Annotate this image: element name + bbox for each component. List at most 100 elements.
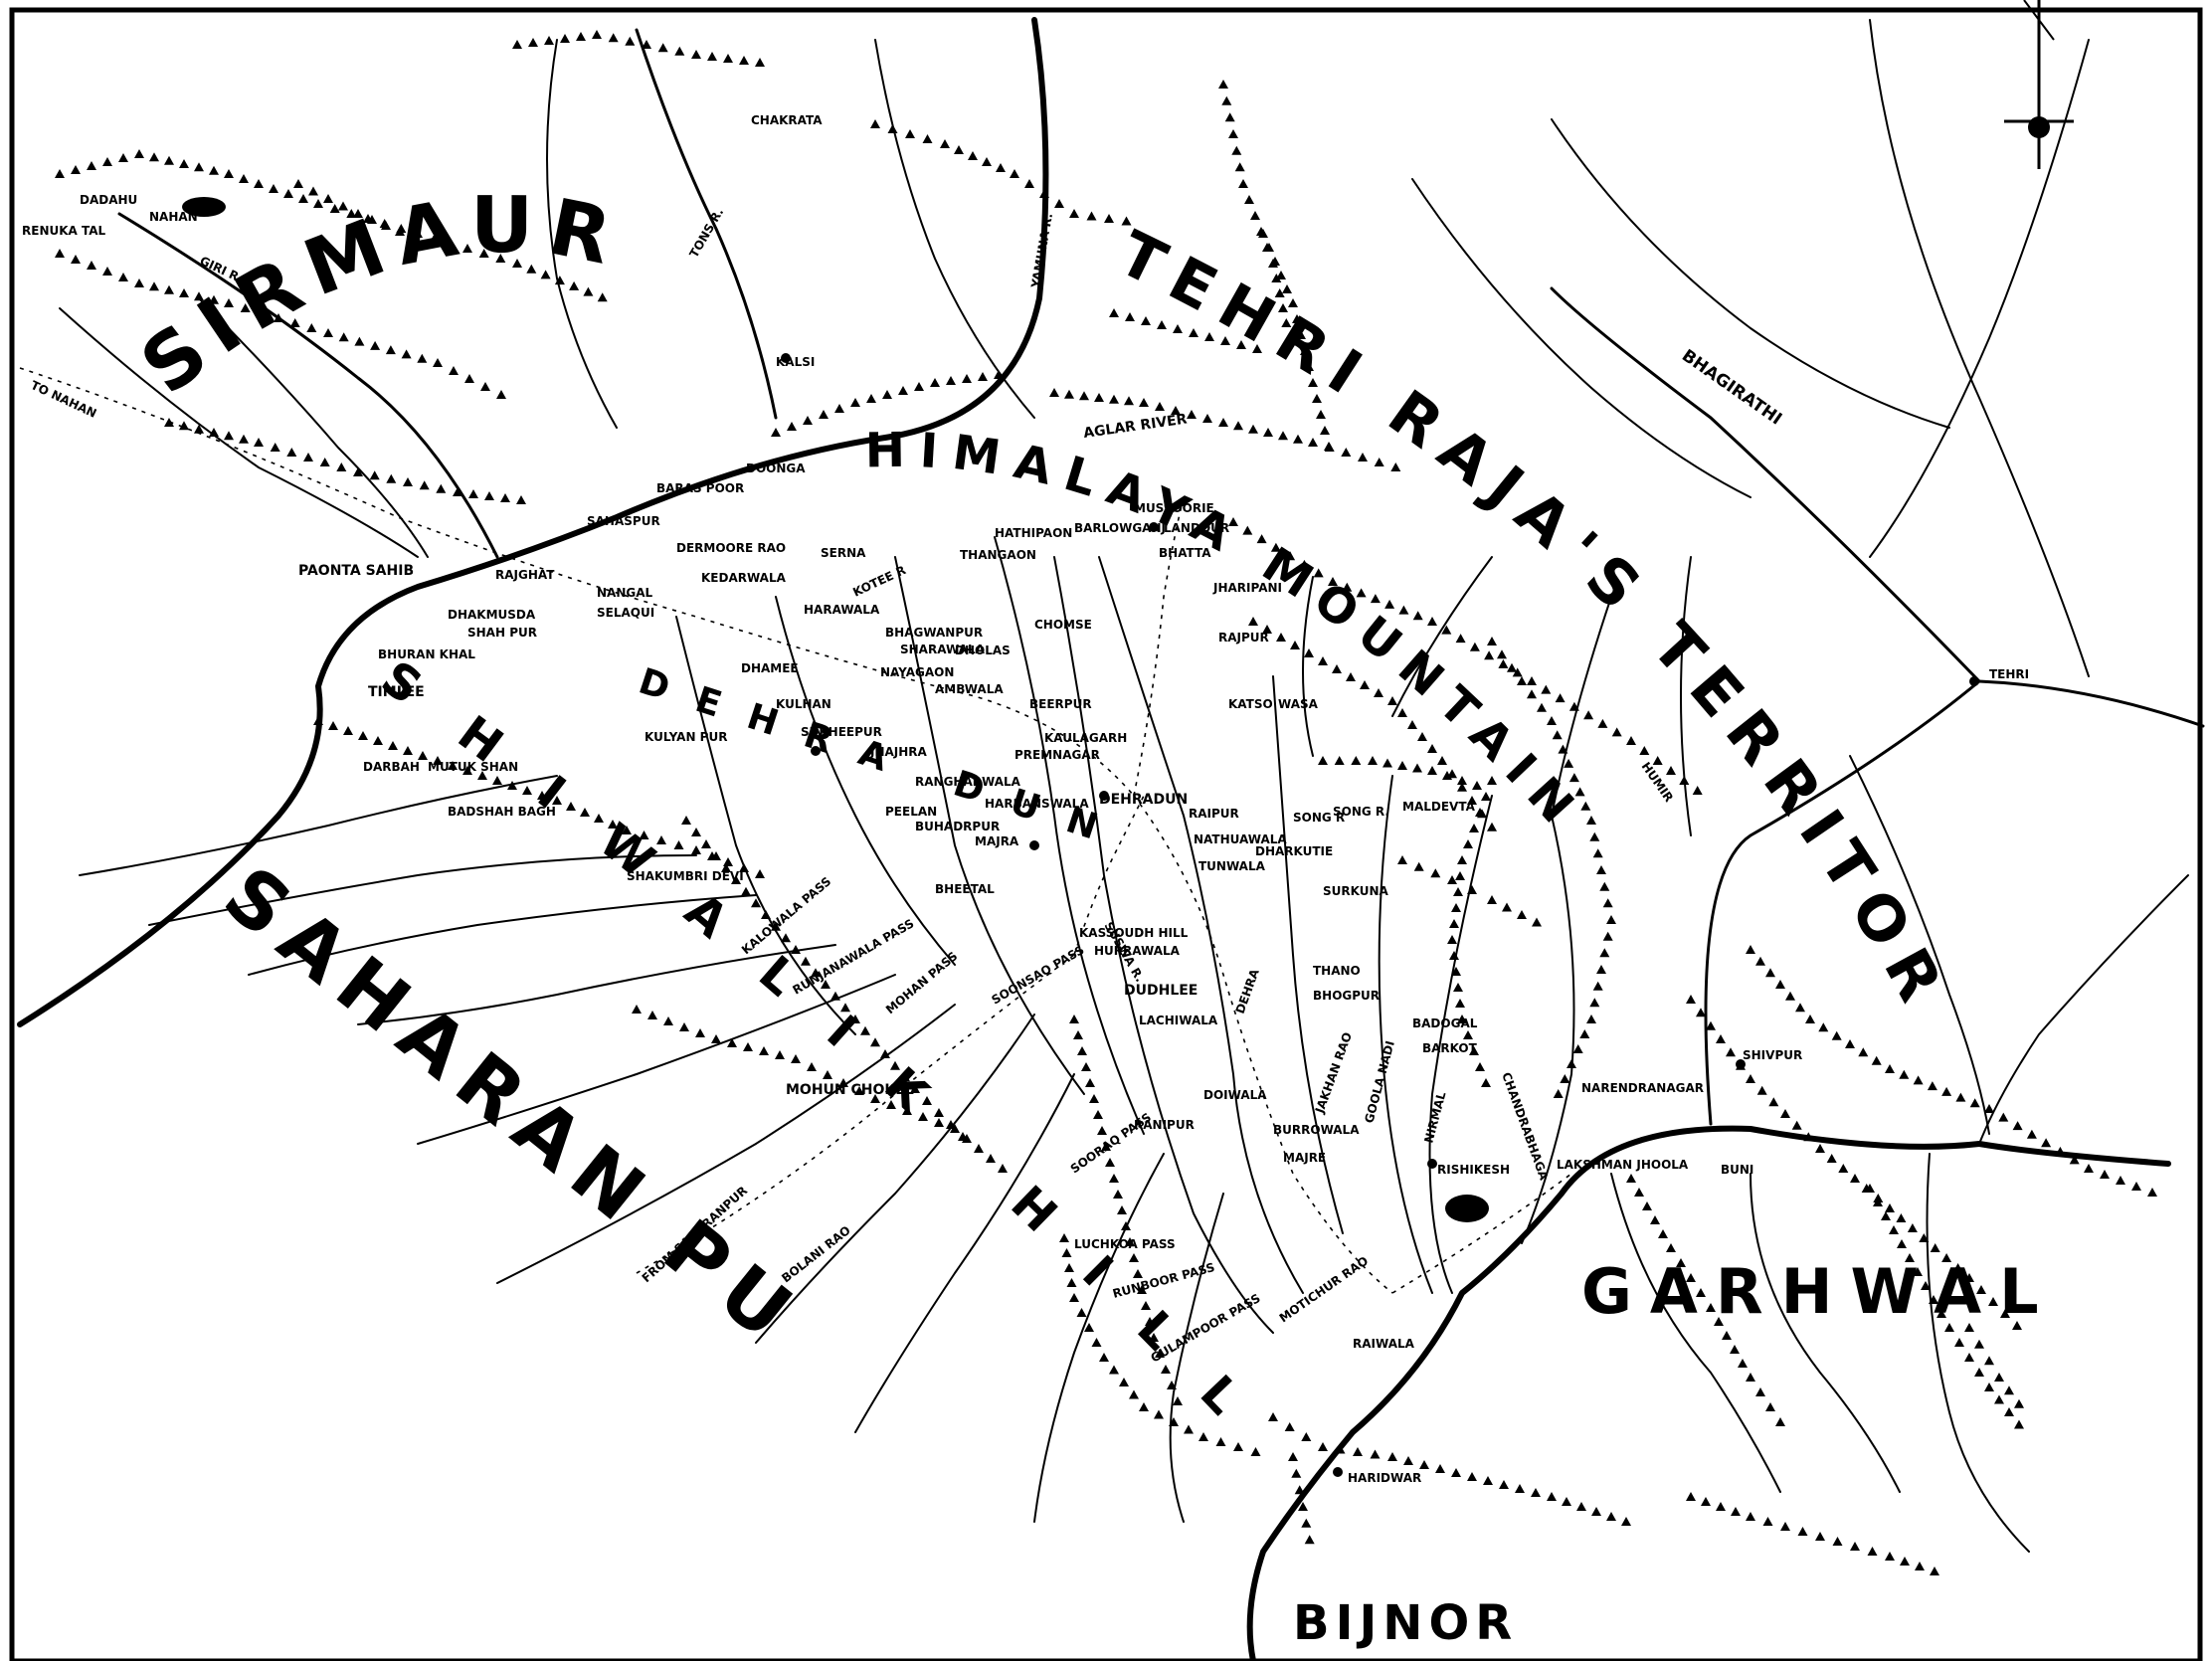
mountain-icon [2014, 1398, 2024, 1408]
place-kulhan: KULHAN [776, 697, 831, 711]
mountain-icon [1263, 428, 1273, 437]
mountain-icon [1954, 1338, 1964, 1347]
mountain-icon [1455, 999, 1465, 1008]
mountain-icon [512, 40, 522, 49]
mountain-icon [2131, 1182, 2141, 1191]
place-thano: THANO [1313, 964, 1361, 978]
mountain-icon [691, 845, 701, 854]
mountain-icon [1606, 1512, 1616, 1521]
mountain-icon [1785, 991, 1795, 1001]
mountain-icon [1532, 917, 1542, 927]
mountain-icon [1818, 1022, 1829, 1032]
place-kulyan-pur: KULYAN PUR [645, 730, 727, 744]
place-humir: HUMIR [1639, 760, 1677, 805]
mountain-icon [1562, 1497, 1571, 1506]
mountain-icon [1173, 1396, 1183, 1405]
mountain-icon [1368, 756, 1378, 765]
mountain-icon [2116, 1176, 2125, 1185]
mountain-icon [1826, 1154, 1837, 1163]
place-lachiwala: LACHIWALA [1139, 1014, 1218, 1027]
mountain-icon [179, 159, 189, 168]
mountain-icon [1351, 756, 1362, 765]
mountain-icon [930, 378, 940, 387]
mountain-icon [968, 151, 978, 160]
mountain-icon [1076, 1308, 1087, 1317]
mountain-icon [419, 480, 430, 490]
mountain-icon [516, 495, 526, 504]
mountain-icon [1451, 1468, 1461, 1477]
mountain-icon [1187, 410, 1197, 419]
mountain-icon [1435, 1464, 1445, 1473]
place-mussoorie: MUSSOORIE [1134, 501, 1214, 515]
north-arrow-icon [2004, 0, 2074, 169]
mountain-icon [293, 179, 303, 188]
mountain-icon [1081, 1062, 1091, 1071]
mountain-icon [1626, 736, 1636, 745]
mountain-icon [1602, 898, 1613, 908]
mountain-icon [1885, 1203, 1895, 1212]
mountain-icon [1498, 658, 1509, 668]
mountain-icon [1964, 1353, 1974, 1362]
place-hurrawala: HURRAWALA [1094, 944, 1181, 958]
mountain-icon [303, 453, 313, 461]
mountain-icon [358, 731, 368, 740]
mountain-icon [1974, 1368, 1984, 1377]
mountain-icon [608, 33, 619, 43]
mountain-icon [954, 145, 964, 154]
mountain-icon [1453, 983, 1463, 992]
mountain-icon [1094, 393, 1104, 402]
mountain-icon [1398, 605, 1409, 615]
place-chakrata: CHAKRATA [751, 113, 823, 127]
mountain-icon [1069, 1015, 1079, 1023]
mountain-icon [1897, 1239, 1907, 1248]
mountain-icon [403, 477, 413, 486]
place-dermoore-rao: DERMOORE RAO [676, 541, 786, 555]
mountain-icon [354, 336, 365, 346]
mountain-icon [1775, 1417, 1785, 1426]
mountain-icon [1621, 1517, 1631, 1526]
place-landour: LANDOUR [1164, 521, 1229, 535]
place-shivpur: SHIVPUR [1743, 1048, 1802, 1062]
mountain-icon [1896, 1213, 1907, 1222]
mountain-icon [1397, 855, 1407, 864]
roads [19, 367, 1572, 1294]
mountain-icon [2004, 1385, 2014, 1395]
mountain-icon [164, 155, 174, 165]
mountain-icon [576, 32, 586, 41]
mountain-icon [1141, 316, 1151, 325]
mountain-icon [1412, 611, 1423, 621]
mountain-icon [102, 267, 112, 276]
place-hathipaon: HATHIPAON [995, 526, 1072, 540]
mountain-icon [484, 491, 494, 500]
mountain-icon [1218, 80, 1228, 89]
mountain-icon [946, 376, 956, 385]
mountain-icon [1453, 887, 1463, 896]
mountain-icon [1449, 919, 1459, 928]
mountain-icon [2100, 1170, 2110, 1179]
mountain-icon [1838, 1164, 1849, 1173]
mountain-icon [1791, 1120, 1802, 1130]
mountain-icon [1564, 758, 1574, 768]
mountain-icon [1955, 1092, 1966, 1102]
place-dharkutie: DHARKUTIE [1255, 844, 1333, 858]
mountain-icon [1301, 1432, 1312, 1441]
mountain-icon [1592, 848, 1603, 858]
place-goola-nadi: GOOLA NADI [1362, 1039, 1397, 1125]
mountain-icon [1069, 1293, 1079, 1302]
mountain-icon [743, 1042, 753, 1051]
mountain-icon [1596, 865, 1606, 874]
mountain-icon [1746, 1074, 1755, 1083]
mountain-icon [1320, 426, 1330, 435]
mountain-icon [1318, 656, 1328, 665]
mountain-icon [781, 933, 791, 943]
mountain-icon [1701, 1497, 1711, 1506]
mountain-icon [1527, 676, 1537, 685]
mountain-icon [1998, 1112, 2009, 1122]
mountain-icon [755, 869, 765, 878]
mountain-icon [1481, 792, 1491, 801]
mountain-icon [385, 345, 396, 355]
mountain-icon [449, 366, 459, 375]
mountain-icon [1469, 642, 1480, 651]
mountain-icon [1099, 1353, 1109, 1362]
